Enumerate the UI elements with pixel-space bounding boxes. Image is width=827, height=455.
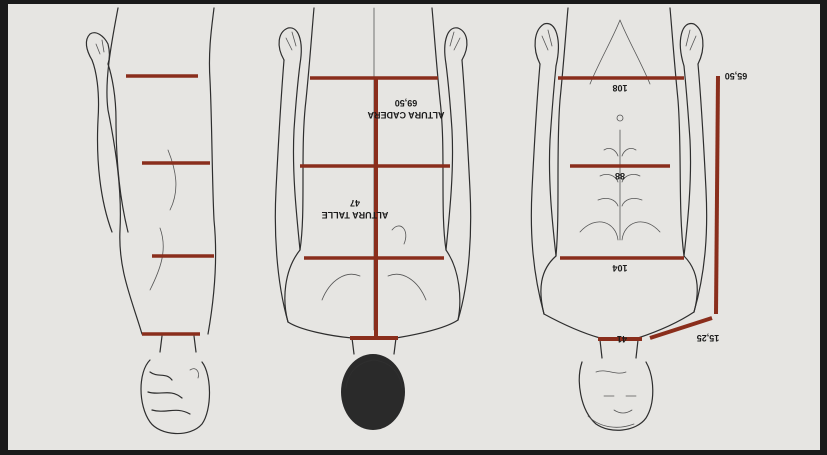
- waist-height-title: ALTURA TALLE: [322, 210, 389, 220]
- hip-height-title: ALTURA CADERA: [367, 110, 444, 120]
- hip-height-value: 69,50: [395, 98, 418, 108]
- back-view-hair: [341, 354, 405, 430]
- waist-label: 88: [615, 171, 625, 181]
- back-length-label: 65,50: [725, 71, 748, 81]
- chest-label: 108: [612, 83, 627, 93]
- hip-label: 104: [612, 263, 627, 273]
- neck-label: 41: [617, 334, 627, 344]
- shoulder-label: 15,25: [697, 333, 720, 343]
- front-back-length-line: [716, 76, 718, 314]
- waist-height-value: 47: [350, 198, 360, 208]
